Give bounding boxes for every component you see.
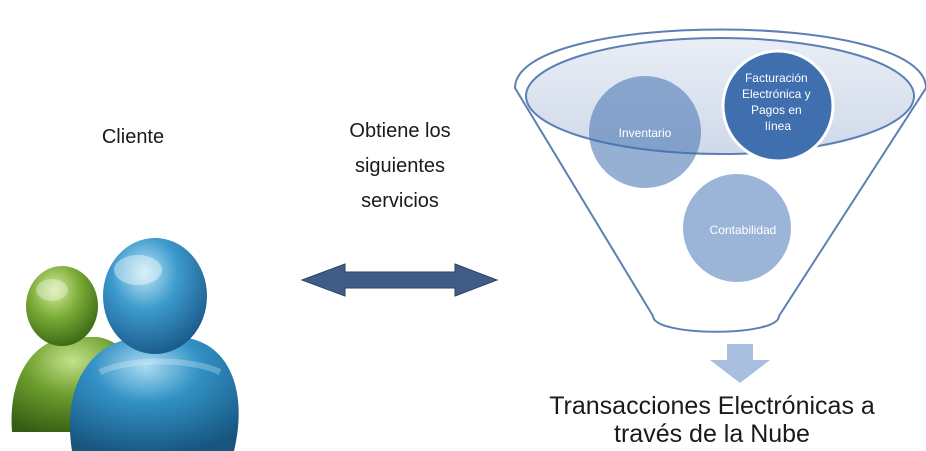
- service-label-facturacion-line: Facturación: [745, 71, 808, 85]
- service-label-facturacion-line: Electrónica y: [742, 87, 811, 101]
- client-label: Cliente: [101, 126, 165, 148]
- service-circle-contabilidad: [683, 174, 791, 282]
- service-label-inventario: Inventario: [619, 126, 672, 140]
- service-label-contabilidad: Contabilidad: [710, 223, 777, 237]
- service-circle-inventario: [589, 76, 701, 188]
- service-label-facturacion-line: línea: [765, 119, 791, 133]
- output-caption-line: través de la Nube: [614, 419, 810, 448]
- output-caption: Transacciones Electrónicas a través de l…: [512, 392, 912, 448]
- services-label-line: Obtiene los: [349, 120, 451, 142]
- services-label: Obtiene los siguientes servicios: [300, 114, 500, 219]
- output-caption-line: Transacciones Electrónicas a: [549, 392, 875, 420]
- person-front-icon: [69, 238, 239, 451]
- services-label-line: servicios: [361, 190, 439, 212]
- services-label-line: siguientes: [354, 155, 446, 177]
- double-arrow-icon: [300, 263, 499, 297]
- down-arrow-icon: [710, 344, 770, 383]
- service-label-facturacion-line: Pagos en: [751, 103, 802, 117]
- service-label-facturacion: Facturación Electrónica y Pagos en línea: [742, 71, 814, 133]
- service-circle-facturacion: [721, 49, 835, 163]
- users-icon: [11, 238, 239, 451]
